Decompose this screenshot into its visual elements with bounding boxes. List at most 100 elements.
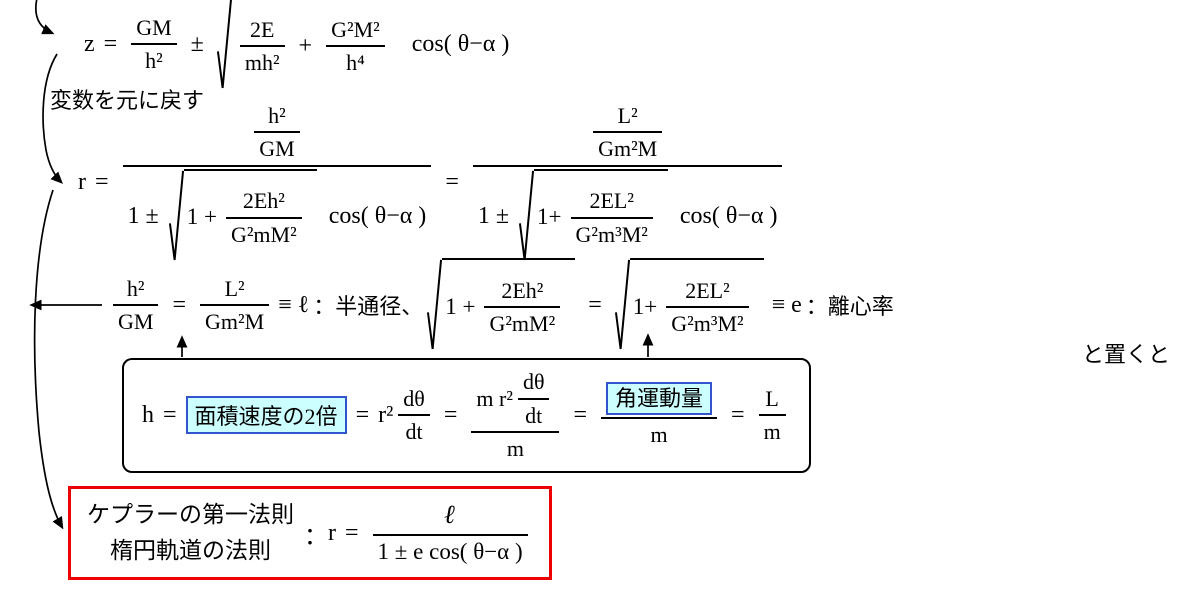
fraction-gm-h2: GM h² — [131, 14, 177, 75]
substitute-note: と置くと — [1082, 342, 1171, 367]
colon: ： — [304, 523, 328, 550]
plus-minus-sign: ± — [190, 30, 204, 57]
fraction-bar — [372, 533, 528, 536]
fraction-bar — [570, 216, 653, 219]
equiv-l: ≡ ℓ — [278, 291, 310, 318]
kepler-title-line2: 楕円軌道の法則 — [110, 538, 271, 563]
equals-sign: = — [95, 168, 109, 195]
cosine-term: cos( θ−α ) — [328, 202, 427, 229]
fraction-dtheta-dt: dθ dt — [517, 368, 550, 429]
denominator: G²m³M² — [575, 221, 648, 247]
numerator: m r² dθ dt — [471, 368, 559, 429]
square-root: 1+ 2EL² G²m³M² — [615, 258, 764, 352]
denominator: 1 ± e cos( θ−α ) — [377, 538, 523, 564]
one-plus-minus: 1 ± — [127, 202, 159, 229]
denominator: GM — [259, 136, 295, 162]
step2-formula: r = h² GM 1 ± 1 + 2Eh² — [78, 103, 787, 246]
fraction-bar — [122, 164, 432, 167]
m-r-squared: m r² — [476, 385, 513, 411]
numerator: h² GM — [244, 102, 309, 163]
numerator: dθ — [403, 385, 425, 411]
kepler-title: ケプラーの第一法則 楕円軌道の法則 — [87, 497, 294, 568]
variable-r: r — [328, 519, 336, 546]
variable-z: z — [84, 30, 95, 57]
denominator: 1 ± 1 + 2Eh² G²mM² cos( θ−α ) — [123, 168, 432, 263]
denominator: G²m³M² — [671, 311, 744, 336]
numerator: L — [765, 385, 779, 411]
kepler-title-line1: ケプラーの第一法則 — [87, 502, 294, 528]
one-plus: 1+ — [537, 204, 562, 230]
numerator: G²M² — [331, 16, 380, 42]
equals-sign: = — [345, 519, 359, 546]
numerator: 2Eh² — [501, 277, 544, 303]
fraction-2el2: 2EL² G²m³M² — [570, 187, 653, 248]
equals-sign: = — [731, 401, 745, 428]
equals-sign: = — [355, 401, 370, 428]
denominator: m — [506, 436, 524, 461]
fraction-bar — [593, 131, 663, 134]
radicand: 1+ 2EL² G²m³M² — [629, 258, 764, 352]
numerator: dθ — [522, 369, 545, 394]
fraction-bar — [131, 43, 177, 45]
numerator: 2EL² — [589, 188, 634, 213]
fraction-bar — [484, 306, 561, 308]
step1-formula: z = GM h² ± 2E mh² + G²M² h⁴ — [84, 4, 509, 84]
cosine-term: cos( θ−α ) — [411, 30, 510, 57]
fraction-2eh2: 2Eh² G²mM² — [225, 187, 302, 248]
big-fraction-left: h² GM 1 ± 1 + 2Eh² G²mM² — [122, 102, 432, 263]
equals-sign: = — [443, 401, 458, 428]
definitions-row: h² GM = L² Gm²M ≡ ℓ ：半通径、 1 + 2Eh² G²mM²… — [108, 258, 894, 348]
equals-sign: = — [445, 168, 459, 195]
numerator: GM — [136, 14, 172, 40]
h-definition-box: h = 面積速度の2倍 = r² dθ dt = m r² dθ dt m = — [122, 358, 811, 473]
fraction-l2-gm2m: L² Gm²M — [593, 102, 663, 163]
fraction-angular-momentum-m: 角運動量 m — [601, 381, 718, 449]
plus-sign: + — [298, 32, 313, 59]
square-root: 1 + 2Eh² G²mM² — [169, 168, 317, 263]
cosine-term: cos( θ−α ) — [679, 202, 778, 229]
denominator: mh² — [244, 50, 280, 75]
variable-h: h — [142, 401, 154, 428]
fraction-bar — [254, 131, 300, 134]
numerator: L² — [224, 275, 245, 301]
denominator: Gm²M — [205, 309, 265, 334]
radical-icon — [427, 258, 442, 352]
one-plus-minus: 1 ± — [477, 202, 510, 229]
angular-momentum-highlight: 角運動量 — [606, 381, 713, 416]
numerator: L² Gm²M — [583, 102, 672, 163]
denominator: GM — [118, 309, 154, 334]
fraction-mr2dtheta-m: m r² dθ dt m — [471, 368, 560, 463]
flow-arrow-mid — [42, 53, 63, 184]
square-root: 2E mh² + G²M² h⁴ — [217, 0, 400, 91]
fraction-bar — [200, 304, 270, 306]
fraction-h2-gm: h² GM — [254, 102, 300, 163]
denominator: G²mM² — [230, 221, 297, 247]
denominator: m — [763, 419, 781, 445]
equiv-e: ≡ e — [771, 291, 802, 318]
r-squared: r² — [378, 401, 394, 428]
radical-icon — [169, 169, 184, 263]
fraction-bar — [471, 431, 560, 433]
equals-sign: = — [588, 291, 602, 318]
radical-icon — [519, 169, 534, 263]
radicand: 1 + 2Eh² G²mM² — [183, 168, 317, 263]
fraction-bar — [472, 164, 783, 167]
one-plus: 1 + — [445, 294, 476, 319]
equals-sign: = — [103, 30, 118, 57]
fraction-bar — [239, 45, 285, 47]
square-root: 1 + 2Eh² G²mM² — [427, 258, 576, 352]
fraction-bar — [326, 45, 385, 47]
kepler-law-box: ケプラーの第一法則 楕円軌道の法則 ： r = ℓ 1 ± e cos( θ−α… — [68, 486, 552, 580]
fraction-2el2: 2EL² G²m³M² — [666, 277, 749, 338]
equals-sign: = — [573, 401, 588, 428]
fraction-g2m2-h4: G²M² h⁴ — [326, 16, 385, 77]
fraction-bar — [113, 304, 159, 306]
numerator: h² — [268, 102, 286, 128]
numerator: 2Eh² — [242, 188, 285, 213]
numerator: h² — [126, 275, 145, 301]
square-root: 1+ 2EL² G²m³M² — [519, 168, 668, 263]
radical-icon — [217, 0, 232, 91]
fraction-bar — [666, 306, 749, 308]
radical-icon — [615, 258, 630, 352]
